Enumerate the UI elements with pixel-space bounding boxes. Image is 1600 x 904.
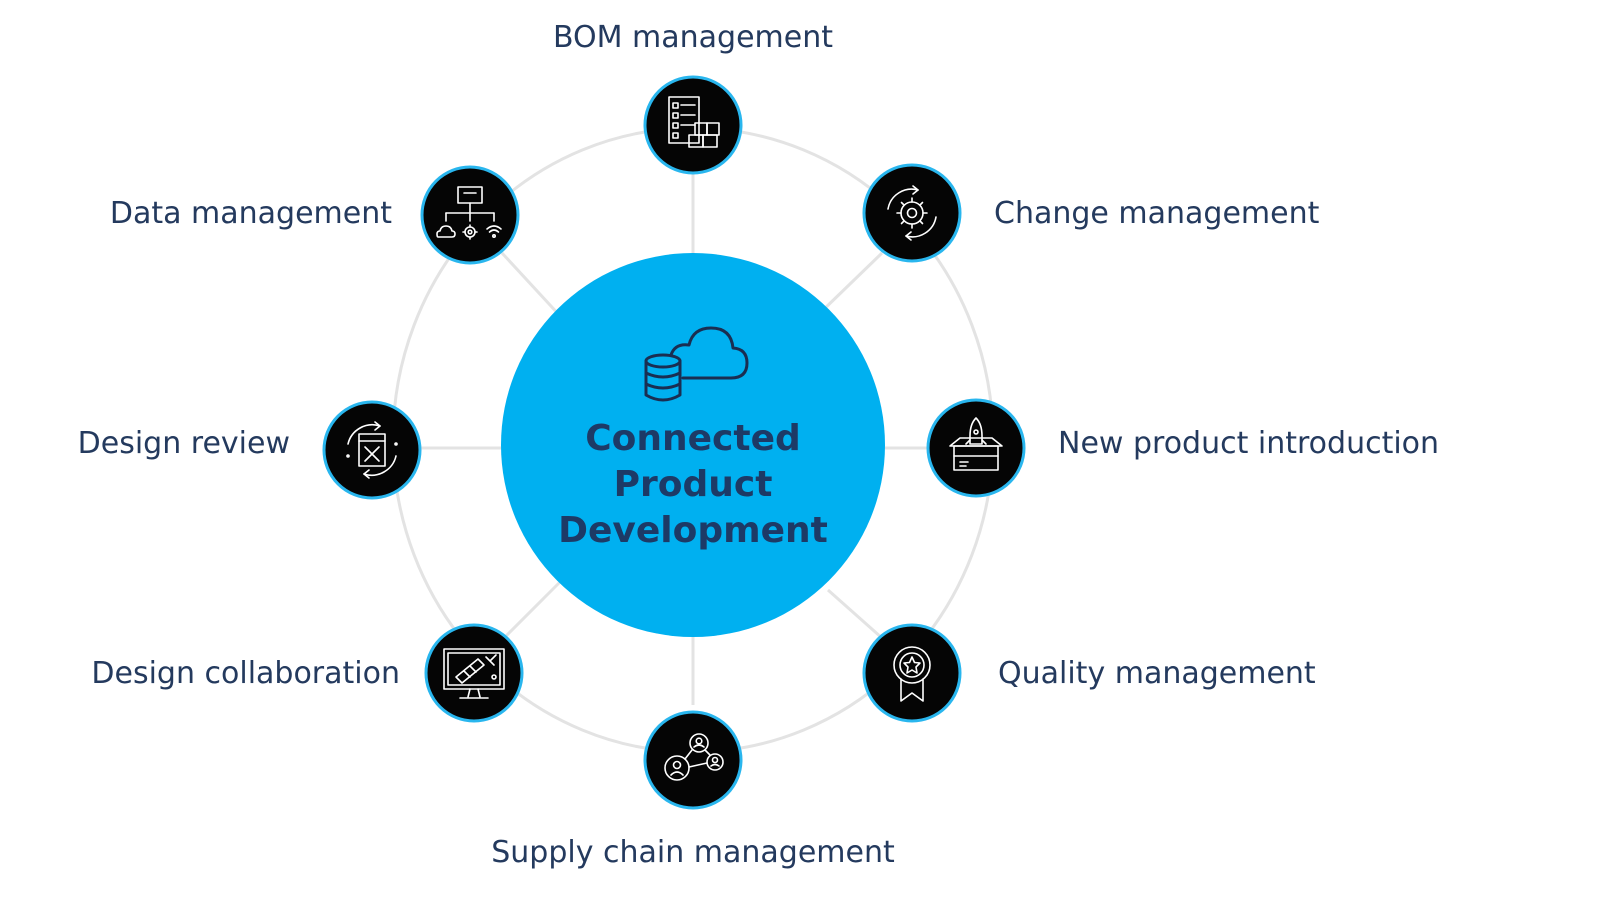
node-label: Change management [994,196,1320,231]
bom-list-icon [668,96,720,148]
node-bom-management: BOM management [553,20,833,175]
node-circle [643,710,743,810]
node-circle [862,623,962,723]
node-data-management: Data management [110,165,520,265]
node-design-collaboration: Design collaboration [91,623,524,723]
monitor-design-icon [443,648,505,699]
hub-title-line-3: Development [558,510,828,551]
node-circle [862,163,962,263]
rocket-box-icon [949,417,1003,471]
spoke-bottom-left [504,580,562,638]
hub: Connected Product Development [501,253,885,637]
hub-circle [501,253,885,637]
node-quality-management: Quality management [862,623,1316,723]
node-label: New product introduction [1058,426,1439,461]
node-label: Quality management [998,656,1316,691]
node-circle [322,400,422,500]
hierarchy-icon [436,186,502,240]
node-label: Data management [110,196,392,231]
gear-cycle-icon [887,185,937,241]
node-label: Design collaboration [91,656,400,691]
node-label: BOM management [553,20,833,55]
award-ribbon-icon [893,646,931,702]
node-circle [926,398,1026,498]
node-design-review: Design review [78,400,422,500]
node-label: Supply chain management [491,835,895,870]
node-supply-chain-management: Supply chain management [491,710,895,870]
node-new-product-introduction: New product introduction [926,398,1439,498]
cloud-database-icon [644,326,749,402]
review-cycle-icon [346,421,398,479]
people-network-icon [664,733,724,781]
spoke-top-left [500,251,564,320]
hub-title-line-1: Connected [585,418,801,459]
spoke-bottom-right [827,588,883,640]
spoke-top-right [818,251,884,315]
node-change-management: Change management [862,163,1320,263]
node-label: Design review [78,426,290,461]
hub-title-line-2: Product [614,464,773,505]
